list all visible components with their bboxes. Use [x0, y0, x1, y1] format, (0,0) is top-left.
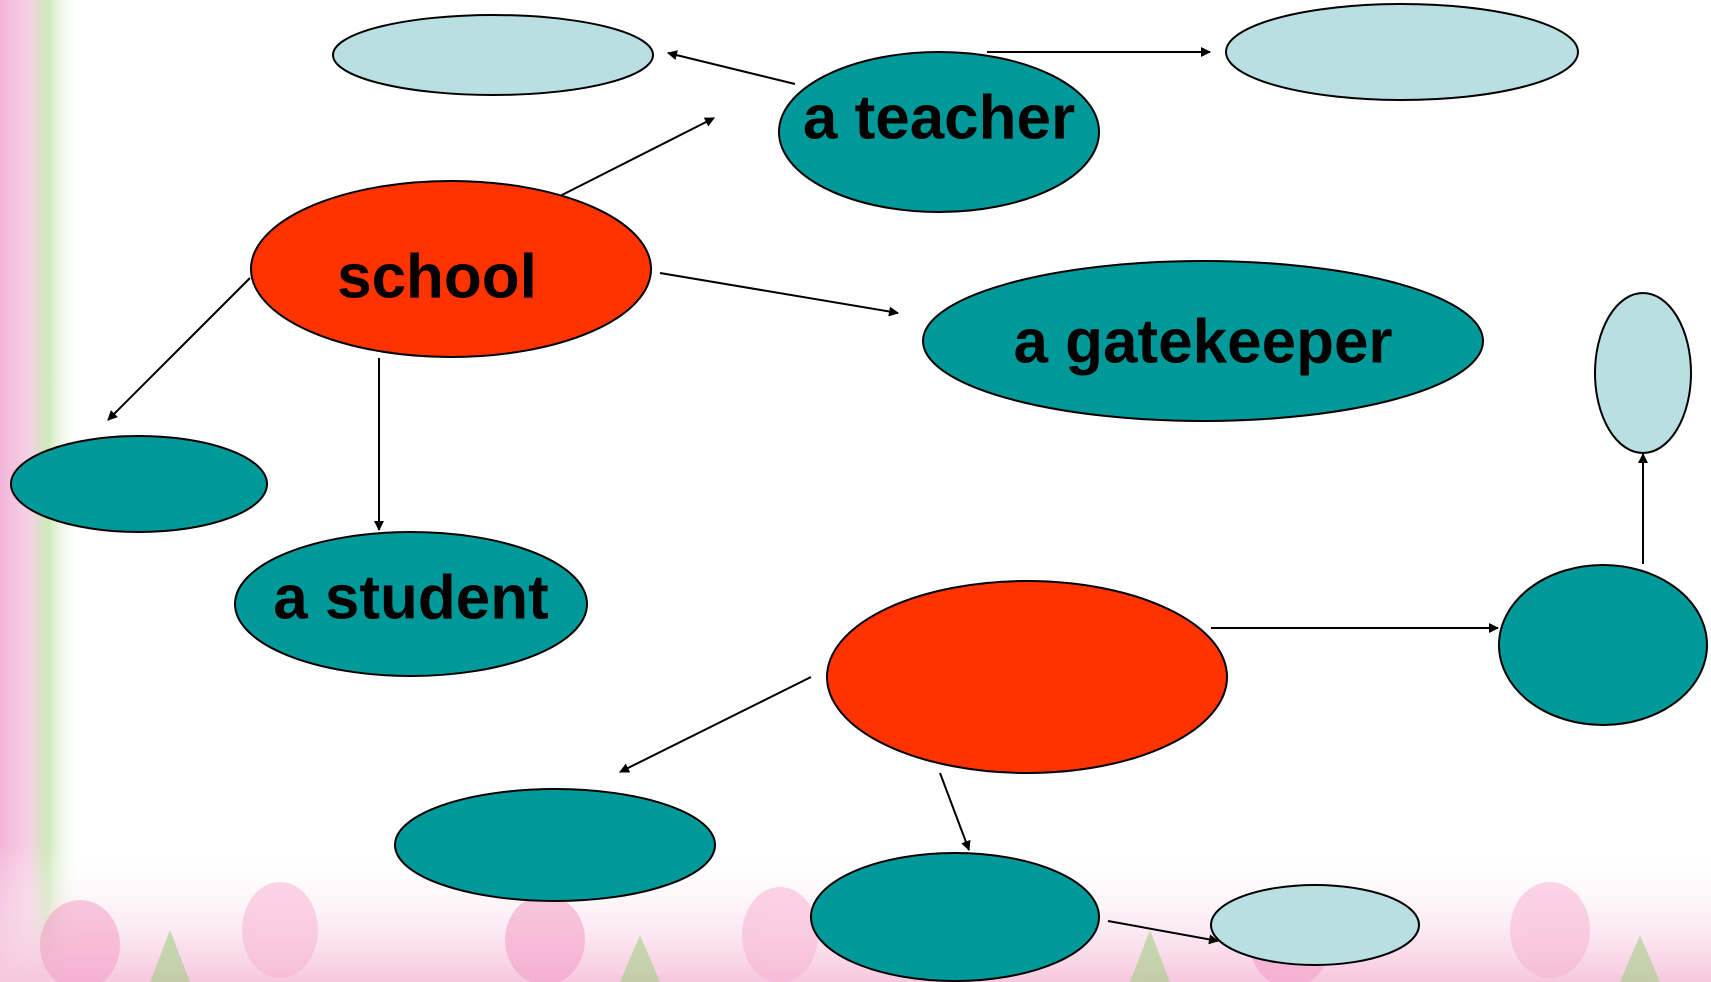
node-teacher-right-blank	[1225, 3, 1579, 101]
node-second-center	[826, 580, 1228, 774]
node-top-right-small	[1594, 292, 1692, 454]
arrow-center2-to-bottom-mid	[939, 772, 971, 851]
node-student: a student	[234, 531, 588, 677]
arrow-bottom-mid-to-small	[1107, 920, 1219, 945]
node-gatekeeper-label: a gatekeeper	[1013, 308, 1392, 377]
node-bottom-mid-blank	[810, 852, 1100, 982]
node-teacher-label: a teacher	[803, 84, 1075, 153]
node-school: school	[250, 180, 652, 358]
node-teacher-left-blank	[332, 14, 654, 96]
node-bottom-right-small	[1210, 884, 1420, 966]
node-school-label: school	[337, 243, 537, 312]
node-student-label: a student	[273, 564, 549, 633]
arrow-school-to-teacher	[557, 117, 715, 198]
node-bottom-left-blank	[394, 788, 716, 902]
arrow-school-to-left-blank	[107, 277, 251, 421]
node-gatekeeper: a gatekeeper	[922, 260, 1484, 422]
arrow-center2-to-bottom-left	[619, 676, 812, 773]
connector-arrows	[107, 47, 1648, 945]
node-left-blank	[10, 435, 268, 533]
arrow-teacher-to-left-blank	[667, 50, 796, 85]
node-teacher: a teacher	[778, 51, 1100, 213]
arrow-school-to-gatekeeper	[659, 272, 899, 317]
node-right-circle	[1498, 564, 1708, 726]
